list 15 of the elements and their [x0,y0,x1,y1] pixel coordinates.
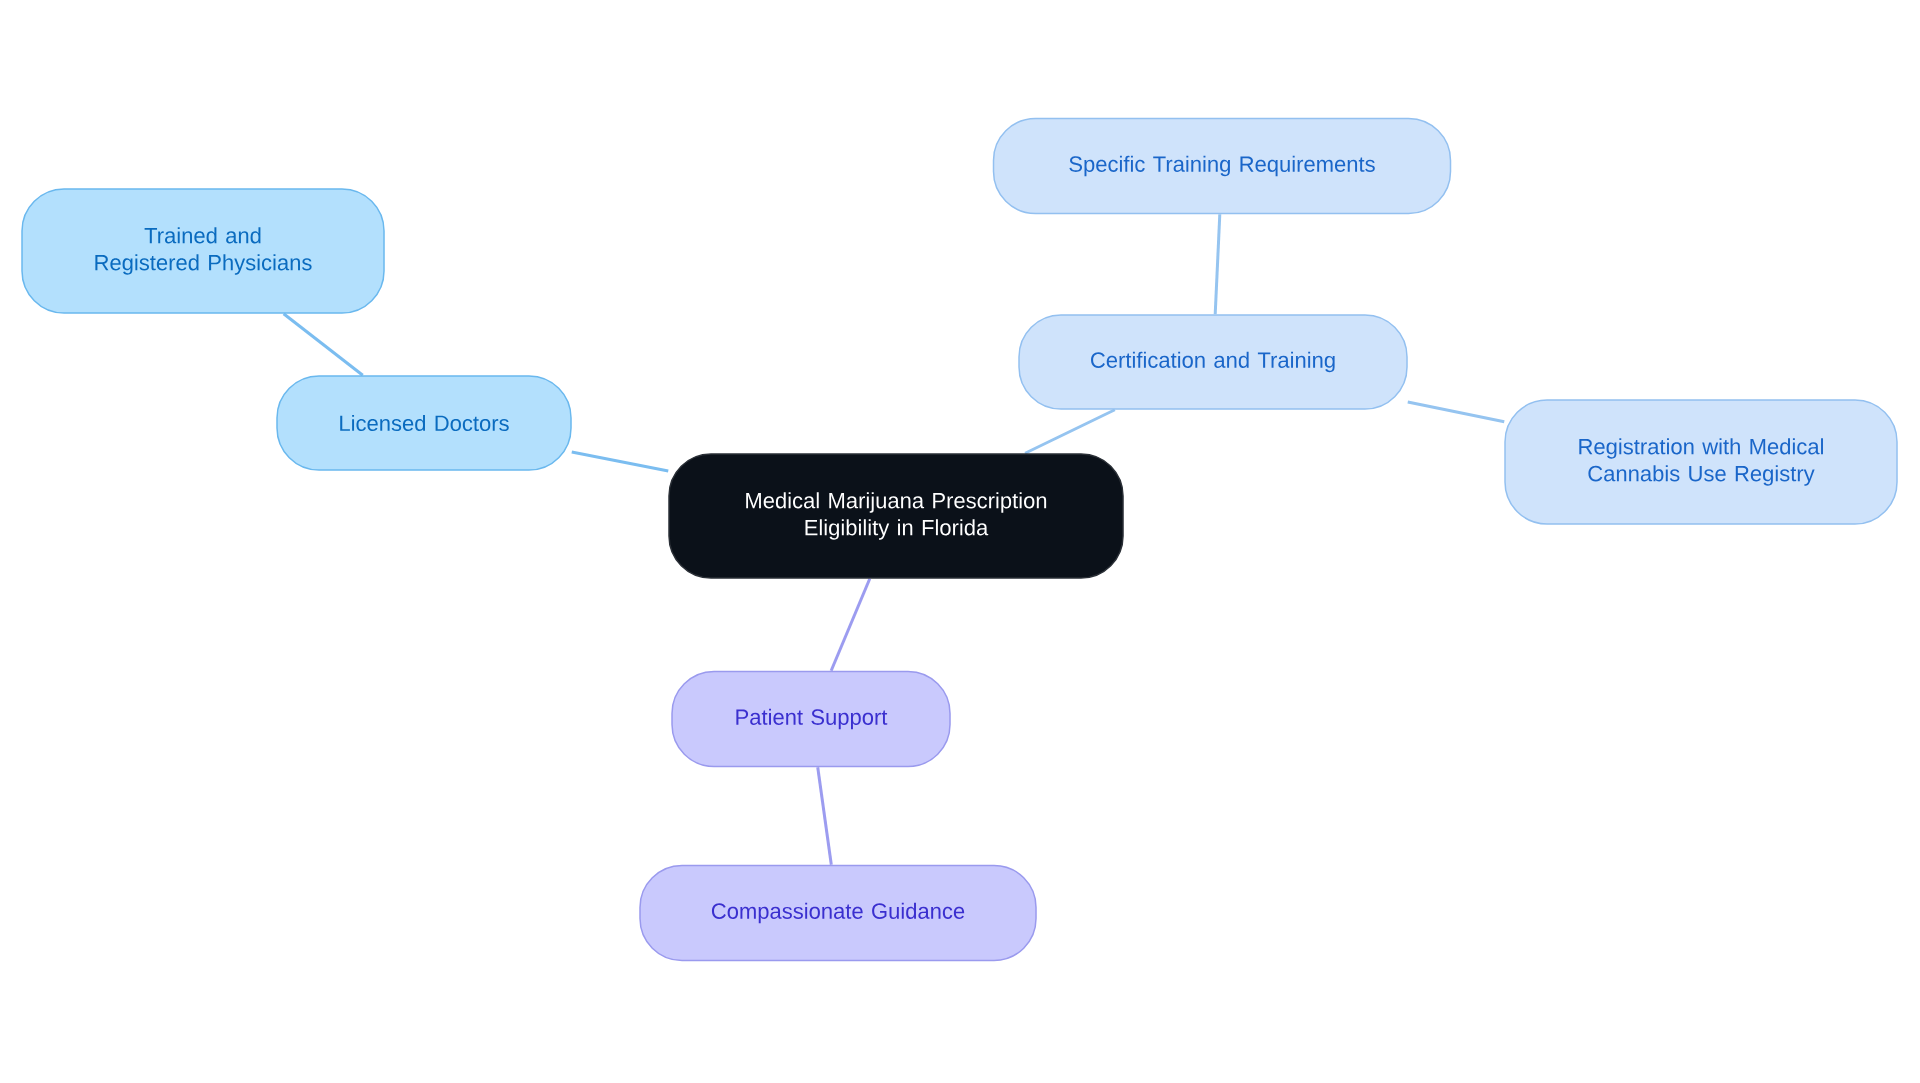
subtopic-box: Trained and Registered Physicians [21,188,385,314]
subtopic-box: Compassionate Guidance [639,864,1037,962]
connector-line [816,767,833,865]
connector-line [829,578,872,672]
subtopic-box: Registration with Medical Cannabis Use Registry [1504,399,1898,525]
connector-line [282,312,364,377]
connector-line [1213,214,1222,315]
connector-line [571,450,669,473]
topic-box: Certification and Training [1018,314,1408,410]
topic-box: Licensed Doctors [276,375,572,471]
root-box: Medical Marijuana Prescription Eligibility in Florida [668,453,1124,579]
connector-line [1024,408,1116,455]
topic-box: Patient Support [671,670,951,768]
connector-line [1407,400,1505,424]
subtopic-box: Specific Training Requirements [992,117,1452,215]
